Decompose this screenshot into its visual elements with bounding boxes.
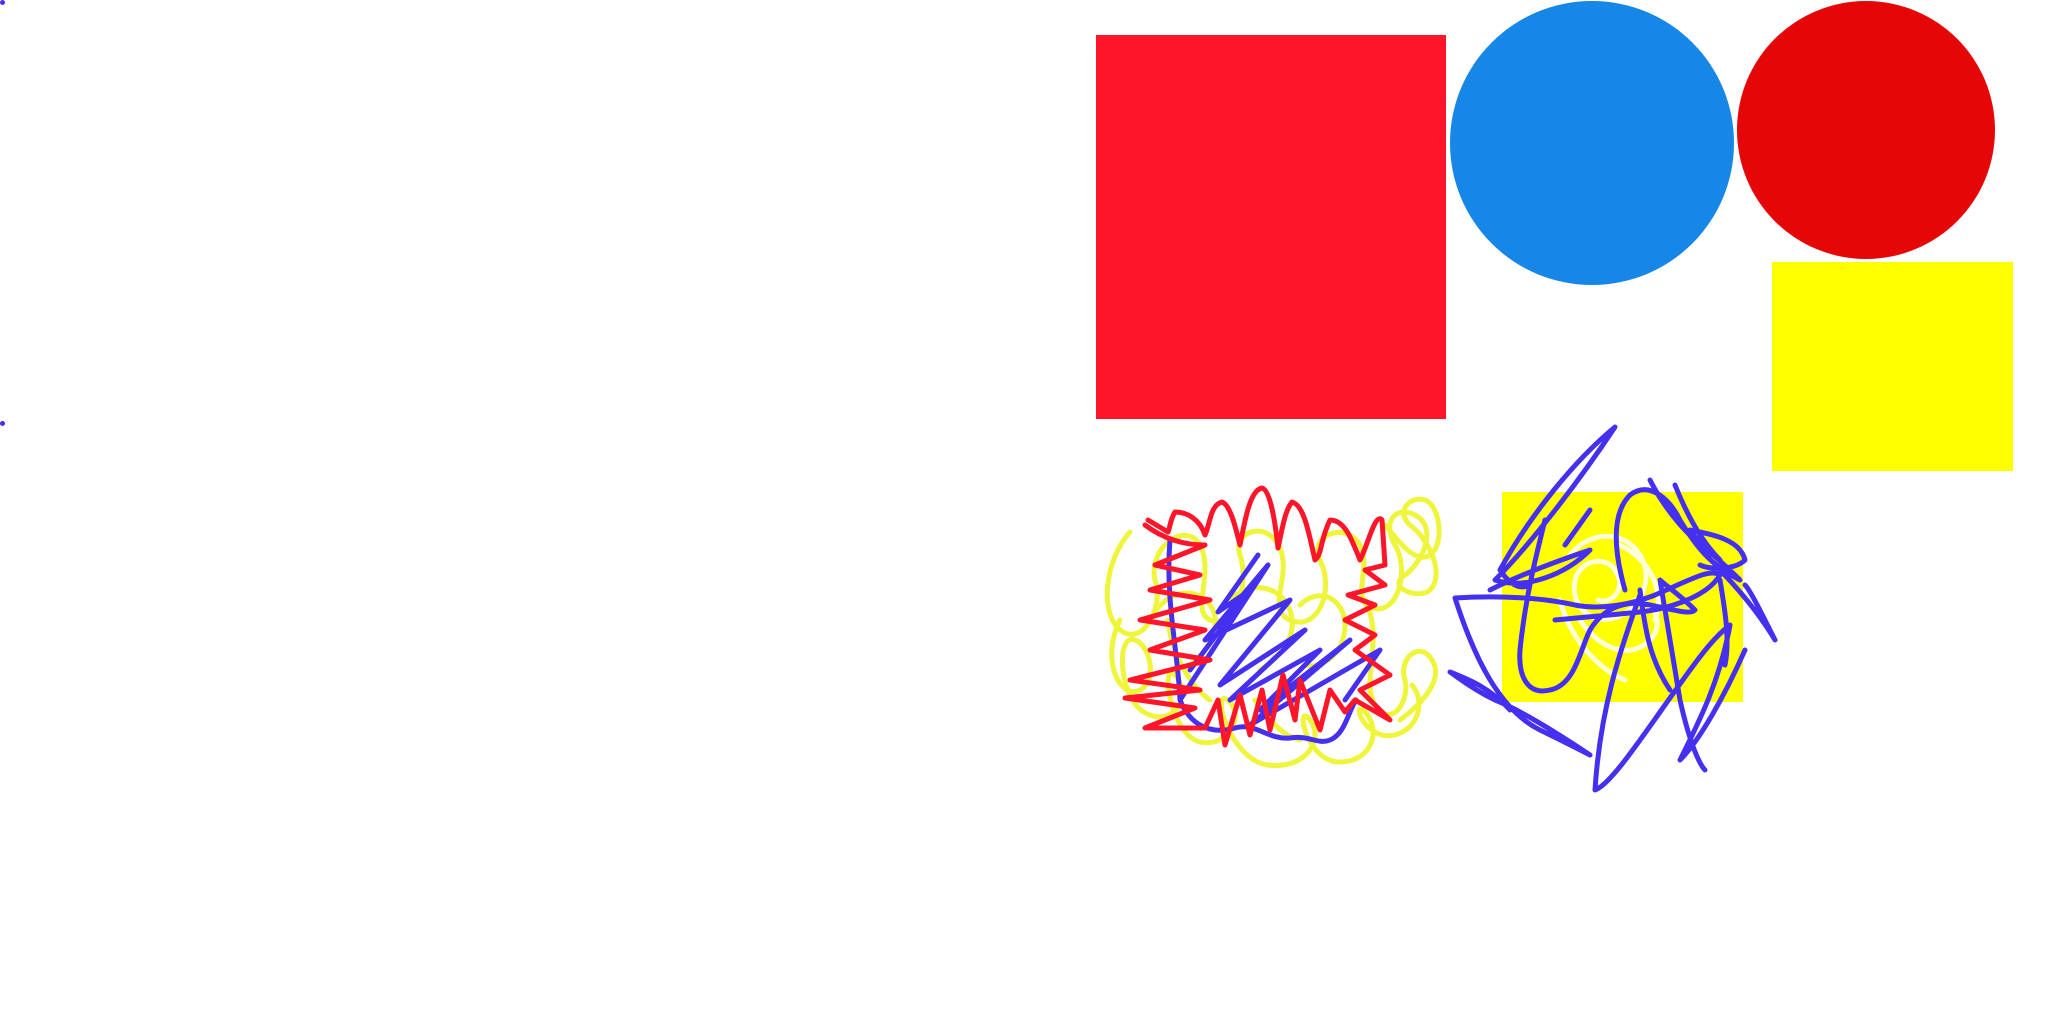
yellow-scribble-left[interactable] [1104,496,1442,768]
blue-scribble-left[interactable] [1166,537,1383,744]
yellow-square-middle[interactable] [1502,492,1743,702]
red-circle[interactable] [1737,1,1995,259]
red-scribble-left[interactable] [1122,485,1393,748]
marker-dot-middle [0,421,5,426]
yellow-square-top[interactable] [1772,262,2013,471]
yellow-scribble-left-2 [1147,585,1348,673]
marker-dot-top [0,0,5,5]
blue-circle[interactable] [1450,1,1734,285]
red-square[interactable] [1096,35,1446,419]
